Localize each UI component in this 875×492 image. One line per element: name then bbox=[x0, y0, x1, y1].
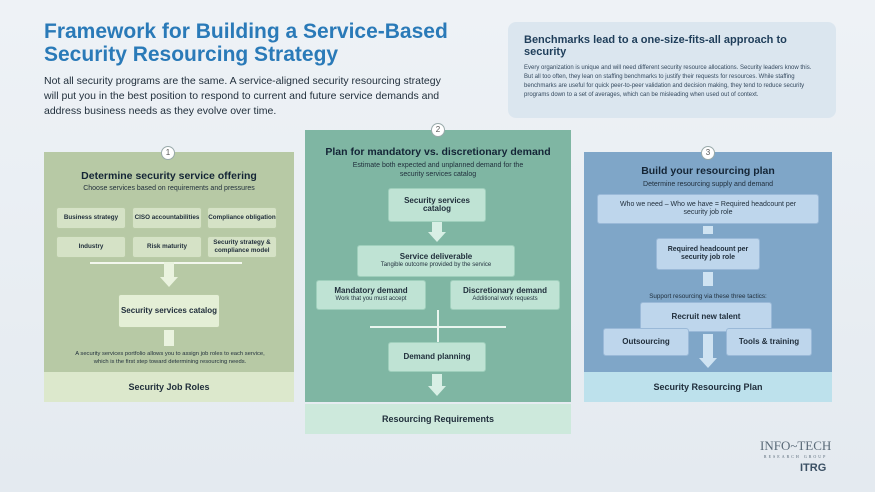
step2-title: Plan for mandatory vs. discretionary dem… bbox=[325, 146, 551, 158]
arrow-stem bbox=[432, 374, 442, 386]
input-ciso-accountabilities: CISO accountabilities bbox=[132, 207, 202, 229]
step2-catalog: Security services catalog bbox=[388, 188, 486, 222]
step3-band: Security Resourcing Plan bbox=[584, 372, 832, 402]
step3-subtitle: Determine resourcing supply and demand bbox=[643, 181, 773, 188]
down-arrow-icon bbox=[699, 358, 717, 368]
step3-formula: Who we need – Who we have = Required hea… bbox=[597, 194, 819, 224]
step2-number: 2 bbox=[431, 123, 445, 137]
discretionary-label: Discretionary demand bbox=[462, 286, 548, 295]
down-arrow-icon bbox=[160, 277, 178, 287]
input-security-strategy: Security strategy & compliance model bbox=[207, 236, 277, 258]
page-title: Framework for Building a Service-Based S… bbox=[44, 20, 448, 66]
benchmark-text: Every organization is unique and will ne… bbox=[524, 65, 812, 98]
input-industry: Industry bbox=[56, 236, 126, 258]
step3-title: Build your resourcing plan bbox=[641, 165, 775, 177]
input-risk-maturity: Risk maturity bbox=[132, 236, 202, 258]
arrow-stem bbox=[432, 222, 442, 232]
arrow-stem bbox=[703, 334, 713, 358]
tactic-recruit: Recruit new talent bbox=[640, 302, 772, 332]
step1-number: 1 bbox=[161, 146, 175, 160]
intro-text: Not all security programs are the same. … bbox=[44, 75, 441, 117]
mandatory-label: Mandatory demand bbox=[334, 286, 408, 295]
discretionary-sub: Additional work requests bbox=[472, 296, 538, 302]
arrow-stem bbox=[703, 226, 713, 234]
benchmark-callout: Benchmarks lead to a one-size-fits-all a… bbox=[508, 22, 836, 118]
deliverable-label: Service deliverable bbox=[399, 252, 473, 261]
step2-demand-planning: Demand planning bbox=[388, 342, 486, 372]
down-arrow-icon bbox=[428, 386, 446, 396]
logo-name: INFO~TECH bbox=[760, 438, 832, 453]
step1-note: A security services portfolio allows you… bbox=[75, 351, 265, 365]
down-arrow-icon bbox=[428, 232, 446, 242]
step2-mandatory: Mandatory demand Work that you must acce… bbox=[316, 280, 426, 310]
tactic-outsourcing: Outsourcing bbox=[603, 328, 689, 356]
step3-number: 3 bbox=[701, 146, 715, 160]
step2-band: Resourcing Requirements bbox=[305, 404, 571, 434]
input-compliance-obligation: Compliance obligation bbox=[207, 207, 277, 229]
logo-sub: RESEARCH GROUP bbox=[763, 454, 828, 459]
benchmark-heading: Benchmarks lead to a one-size-fits-all a… bbox=[524, 34, 787, 58]
step1-title: Determine security service offering bbox=[81, 170, 257, 182]
arrow-stem bbox=[164, 262, 174, 278]
info-tech-logo: INFO~TECH RESEARCH GROUP bbox=[760, 438, 831, 459]
tactics-label: Support resourcing via these three tacti… bbox=[649, 293, 767, 300]
arrow-stem bbox=[164, 330, 174, 346]
step2-subtitle: Estimate both expected and unplanned dem… bbox=[352, 162, 524, 178]
step1-subtitle: Choose services based on requirements an… bbox=[83, 185, 255, 192]
mandatory-sub: Work that you must accept bbox=[335, 296, 407, 302]
arrow-stem bbox=[703, 272, 713, 286]
step1-catalog: Security services catalog bbox=[118, 294, 220, 328]
step2-deliverable: Service deliverable Tangible outcome pro… bbox=[357, 245, 515, 277]
input-business-strategy: Business strategy bbox=[56, 207, 126, 229]
deliverable-sub: Tangible outcome provided by the service bbox=[380, 262, 492, 268]
connector-line bbox=[370, 326, 506, 328]
step2-discretionary: Discretionary demand Additional work req… bbox=[450, 280, 560, 310]
step3-headcount: Required headcount per security job role bbox=[656, 238, 760, 270]
step1-band: Security Job Roles bbox=[44, 372, 294, 402]
tactic-tools: Tools & training bbox=[726, 328, 812, 356]
itrg-logo: ITRG bbox=[800, 462, 827, 474]
